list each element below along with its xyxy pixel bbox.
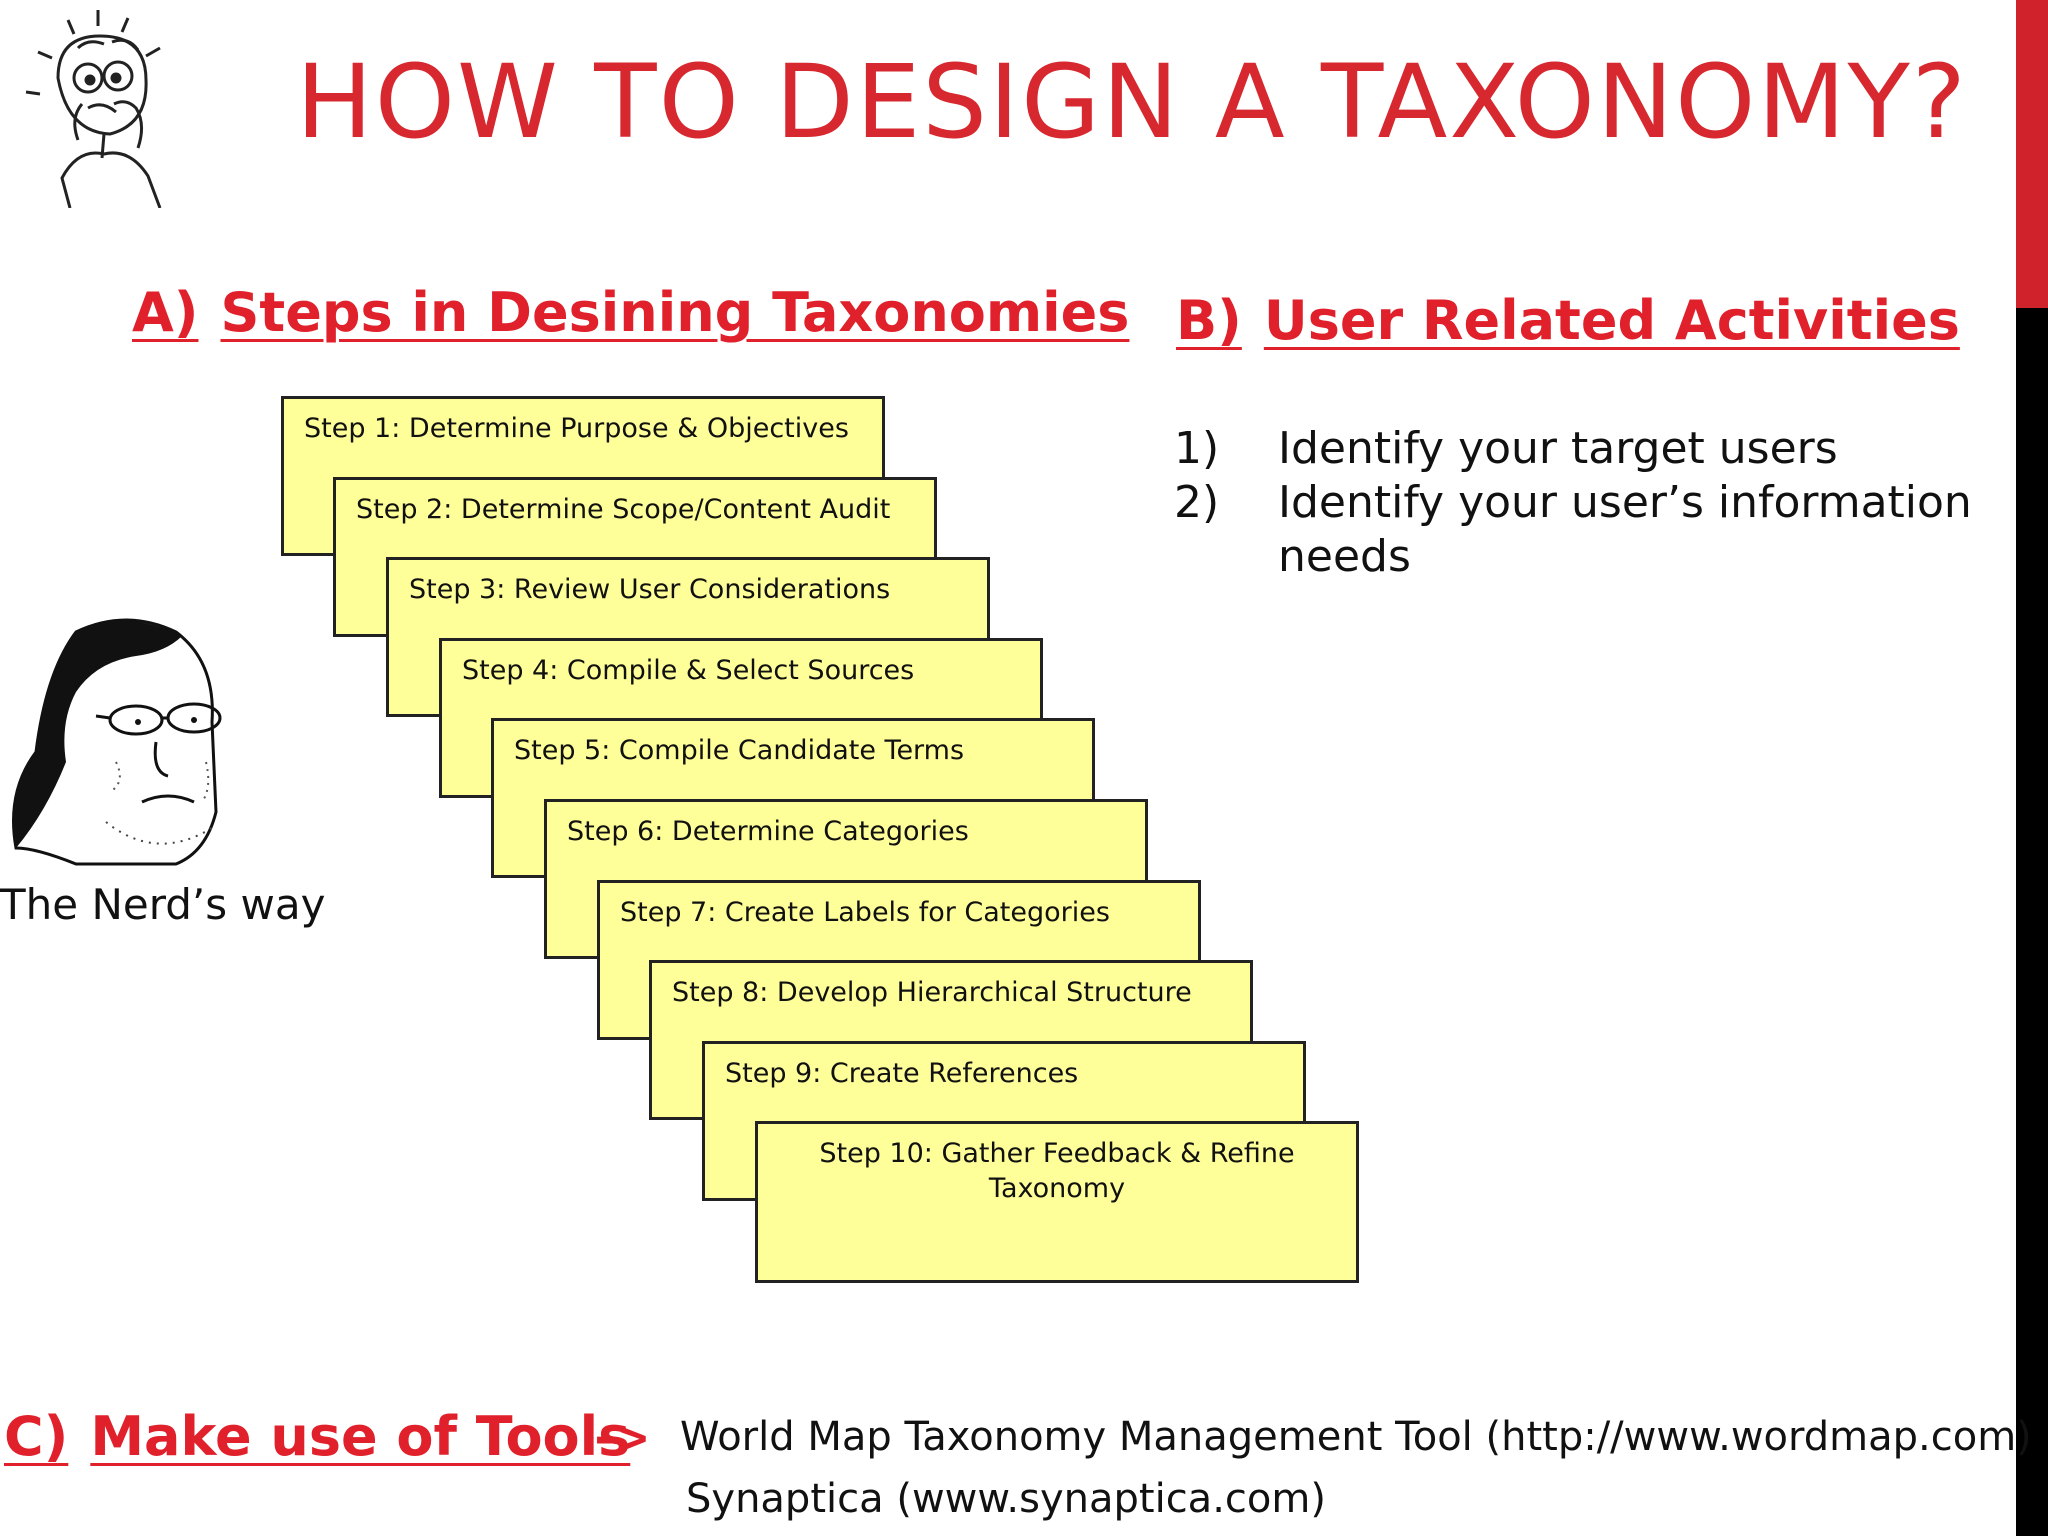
list-item-number: 2) xyxy=(1174,476,1254,530)
edge-bar-black xyxy=(2016,308,2048,1536)
nerd-label: The Nerd’s way xyxy=(0,880,325,929)
tool-item-synaptica: Synaptica (www.synaptica.com) xyxy=(686,1476,1326,1522)
section-c-heading: C)Make use of Tools xyxy=(4,1410,630,1464)
section-c-letter: C) xyxy=(4,1405,68,1468)
list-item-text: Identify your user’s information needs xyxy=(1278,476,1978,584)
stressed-cartoon-icon xyxy=(18,8,198,208)
section-b-letter: B) xyxy=(1176,289,1242,352)
list-item-number: 1) xyxy=(1174,422,1254,476)
section-a-title: Steps in Desining Taxonomies xyxy=(220,281,1129,344)
step-box-10: Step 10: Gather Feedback & Refine Taxono… xyxy=(755,1121,1359,1283)
page-title: HOW TO DESIGN A TAXONOMY? xyxy=(296,52,1968,154)
tools-arrow: -> xyxy=(590,1410,648,1466)
edge-bar-red xyxy=(2016,0,2048,308)
list-item: 1) Identify your target users xyxy=(1174,422,1978,476)
list-item: 2) Identify your user’s information need… xyxy=(1174,476,1978,584)
section-a-letter: A) xyxy=(132,281,198,344)
tool-item-wordmap: World Map Taxonomy Management Tool (http… xyxy=(680,1414,2032,1460)
list-item-text: Identify your target users xyxy=(1278,422,1978,476)
section-a-heading: A)Steps in Desining Taxonomies xyxy=(132,286,1129,340)
user-activities-list: 1) Identify your target users 2) Identif… xyxy=(1174,422,1978,584)
section-b-title: User Related Activities xyxy=(1264,289,1960,352)
nerd-face-icon xyxy=(6,612,246,870)
section-b-heading: B)User Related Activities xyxy=(1176,294,1960,348)
section-c-title: Make use of Tools xyxy=(90,1405,630,1468)
